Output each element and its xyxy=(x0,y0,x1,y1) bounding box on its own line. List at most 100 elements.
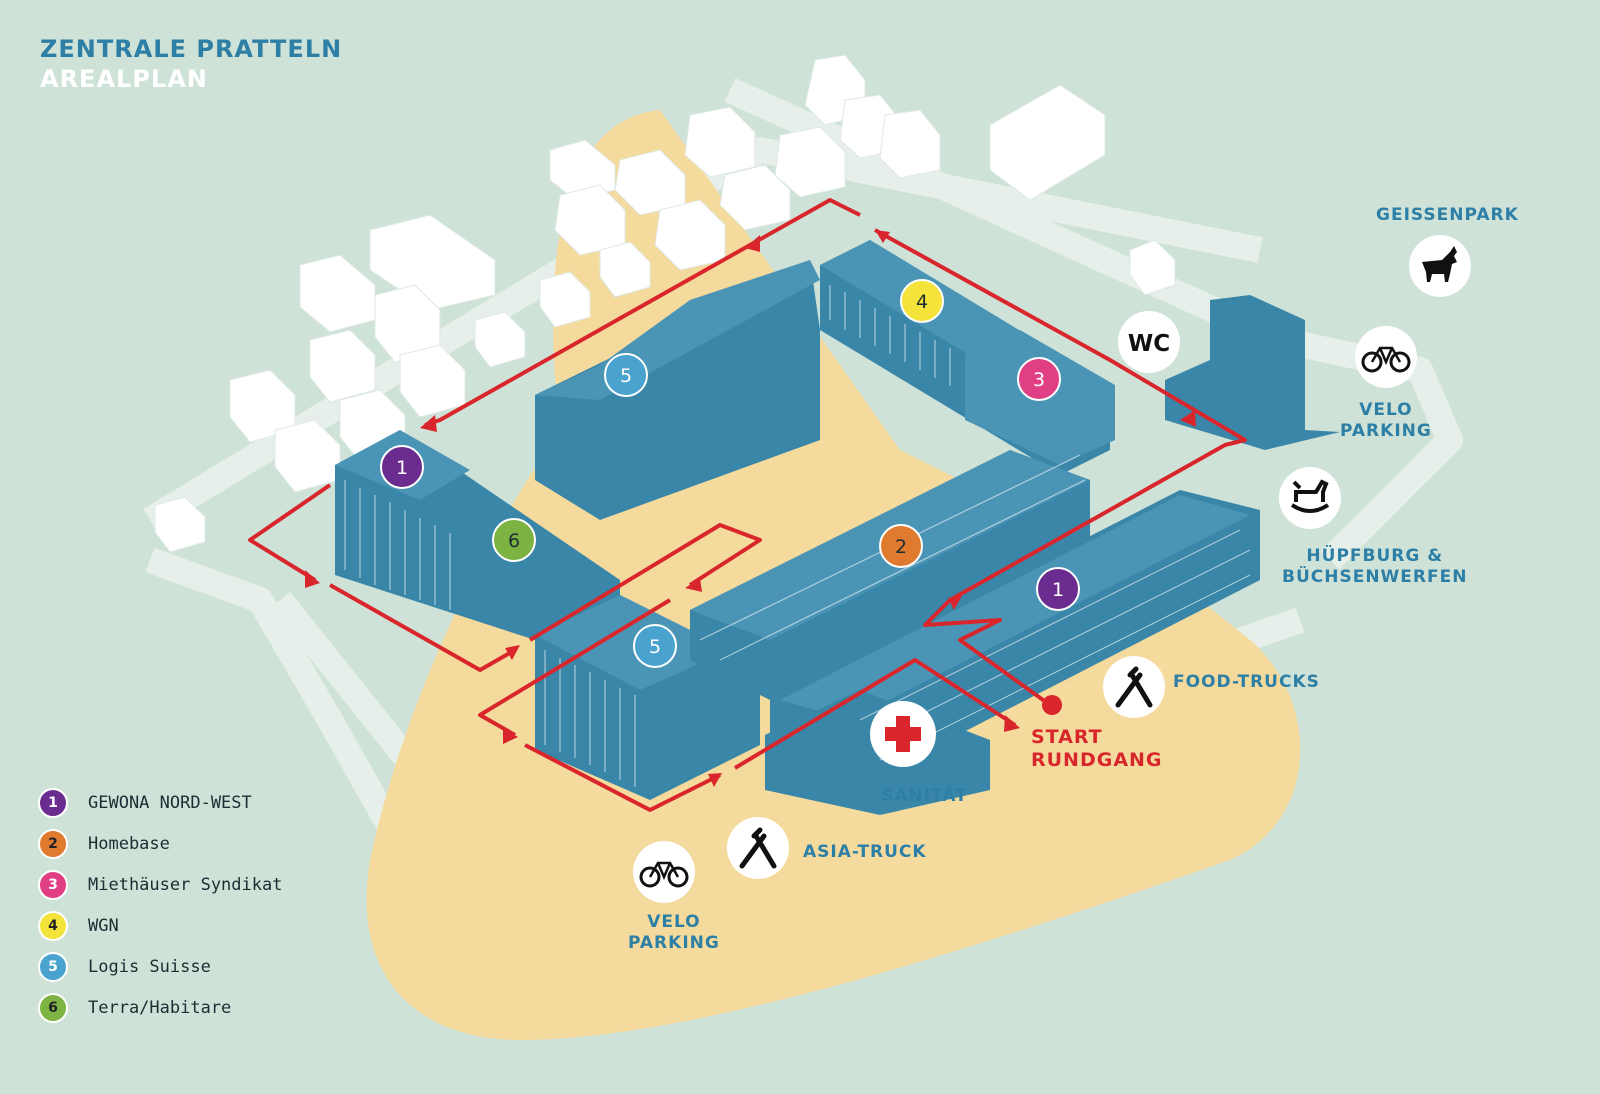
marker-number: 4 xyxy=(916,291,928,313)
route-arrow xyxy=(505,645,520,660)
page-title: ZENTRALE PRATTELN xyxy=(40,35,343,63)
food-trucks-label: FOOD-TRUCKS xyxy=(1173,672,1320,692)
building-logis-north xyxy=(535,260,820,520)
start-rundgang-label: START RUNDGANG xyxy=(1031,726,1163,772)
road-west xyxy=(145,547,432,887)
huepfburg-line1: HÜPFBURG & xyxy=(1306,546,1444,566)
marker-number: 5 xyxy=(620,365,632,387)
house xyxy=(474,311,526,368)
route-segment-south xyxy=(524,743,721,812)
map-title-block: ZENTRALE PRATTELN AREALPLAN xyxy=(40,34,342,94)
huepfburg-label: HÜPFBURG & BÜCHSENWERFEN xyxy=(1282,546,1467,588)
house xyxy=(154,496,206,553)
legend-item: 6 Terra/Habitare xyxy=(38,987,282,1028)
legend: 1 GEWONA NORD-WEST 2 Homebase 3 Miethäus… xyxy=(38,782,282,1028)
legend-dot: 1 xyxy=(38,787,68,818)
legend-label: GEWONA NORD-WEST xyxy=(88,792,252,813)
goat-icon[interactable] xyxy=(1409,235,1471,297)
red-cross-icon[interactable] xyxy=(870,701,936,767)
route-arrow xyxy=(745,235,760,252)
wc-icon[interactable]: WC xyxy=(1118,311,1180,373)
legend-dot: 2 xyxy=(38,828,68,859)
legend-item: 5 Logis Suisse xyxy=(38,946,282,987)
route-segment-west xyxy=(248,483,332,582)
building-marker-1-east[interactable]: 1 xyxy=(1036,567,1080,611)
velo-parking-line2: PARKING xyxy=(1340,421,1432,441)
route-arrow xyxy=(305,570,320,588)
legend-item: 2 Homebase xyxy=(38,823,282,864)
house xyxy=(309,329,376,403)
building-marker-6[interactable]: 6 xyxy=(492,518,536,562)
bicycle-icon[interactable] xyxy=(1355,326,1417,388)
building-marker-4[interactable]: 4 xyxy=(900,279,944,323)
legend-item: 4 WGN xyxy=(38,905,282,946)
route-segment-southwest xyxy=(329,583,516,672)
route-segment-inner xyxy=(528,523,762,642)
marker-number: 2 xyxy=(895,536,907,558)
marker-number: 6 xyxy=(508,530,520,552)
marker-number: 3 xyxy=(1033,369,1045,391)
house xyxy=(989,84,1106,201)
building-marker-1-west[interactable]: 1 xyxy=(380,445,424,489)
legend-dot: 3 xyxy=(38,869,68,900)
velo-parking-right-label: VELO PARKING xyxy=(1340,400,1432,442)
legend-label: Miethäuser Syndikat xyxy=(88,874,283,895)
velo-parking-line2: PARKING xyxy=(628,933,720,953)
marker-number: 5 xyxy=(649,636,661,658)
velo-parking-bottom-label: VELO PARKING xyxy=(628,912,720,954)
road-east xyxy=(724,78,1463,570)
page-subtitle: AREALPLAN xyxy=(40,65,208,93)
route-arrow xyxy=(1180,410,1196,427)
house xyxy=(719,164,791,231)
route-arrow xyxy=(420,415,437,432)
legend-label: Logis Suisse xyxy=(88,956,211,977)
building-tower-east xyxy=(1165,295,1340,450)
velo-parking-line1: VELO xyxy=(1359,400,1413,420)
velo-parking-line1: VELO xyxy=(647,912,701,932)
asia-truck-label: ASIA-TRUCK xyxy=(803,842,927,862)
building-marker-2[interactable]: 2 xyxy=(879,524,923,568)
route-arrow xyxy=(948,596,962,610)
route-arrow xyxy=(503,728,518,744)
route-arrowheads xyxy=(305,230,1196,787)
building-markers: 1 1 2 3 4 5 5 xyxy=(380,279,1080,668)
huepfburg-line2: BÜCHSENWERFEN xyxy=(1282,567,1468,587)
legend-label: Homebase xyxy=(88,833,170,854)
fork-knife-icon[interactable] xyxy=(1103,656,1165,718)
house xyxy=(369,214,496,311)
building-marker-5-south[interactable]: 5 xyxy=(633,624,677,668)
surrounding-houses xyxy=(154,54,1176,553)
legend-item: 3 Miethäuser Syndikat xyxy=(38,864,282,905)
route-arrow xyxy=(875,230,890,243)
poi-icons: WC xyxy=(633,235,1471,903)
route-arrow xyxy=(685,578,702,592)
bicycle-icon[interactable] xyxy=(633,841,695,903)
wc-label: WC xyxy=(1128,331,1170,357)
legend-dot: 6 xyxy=(38,992,68,1023)
house xyxy=(539,271,591,328)
fork-knife-icon[interactable] xyxy=(727,817,789,879)
route-arrow xyxy=(708,773,722,787)
legend-dot: 4 xyxy=(38,910,68,941)
legend-dot: 5 xyxy=(38,951,68,982)
route-arrow xyxy=(1004,715,1020,732)
marker-number: 1 xyxy=(1052,579,1064,601)
house xyxy=(879,109,941,179)
marker-number: 1 xyxy=(396,457,408,479)
legend-label: WGN xyxy=(88,915,119,936)
rocking-horse-icon[interactable] xyxy=(1279,467,1341,529)
start-line1: START xyxy=(1031,726,1103,748)
geissenpark-label: GEISSENPARK xyxy=(1376,205,1519,225)
route-segment-south-east xyxy=(733,658,1017,770)
house xyxy=(1129,239,1176,296)
start-point-marker[interactable] xyxy=(1042,695,1062,715)
building-marker-3[interactable]: 3 xyxy=(1017,357,1061,401)
start-line2: RUNDGANG xyxy=(1031,749,1163,771)
legend-label: Terra/Habitare xyxy=(88,997,232,1018)
sanitaet-label: SANITÄT xyxy=(881,786,968,806)
building-marker-5-north[interactable]: 5 xyxy=(604,353,648,397)
legend-item: 1 GEWONA NORD-WEST xyxy=(38,782,282,823)
house xyxy=(599,241,651,298)
